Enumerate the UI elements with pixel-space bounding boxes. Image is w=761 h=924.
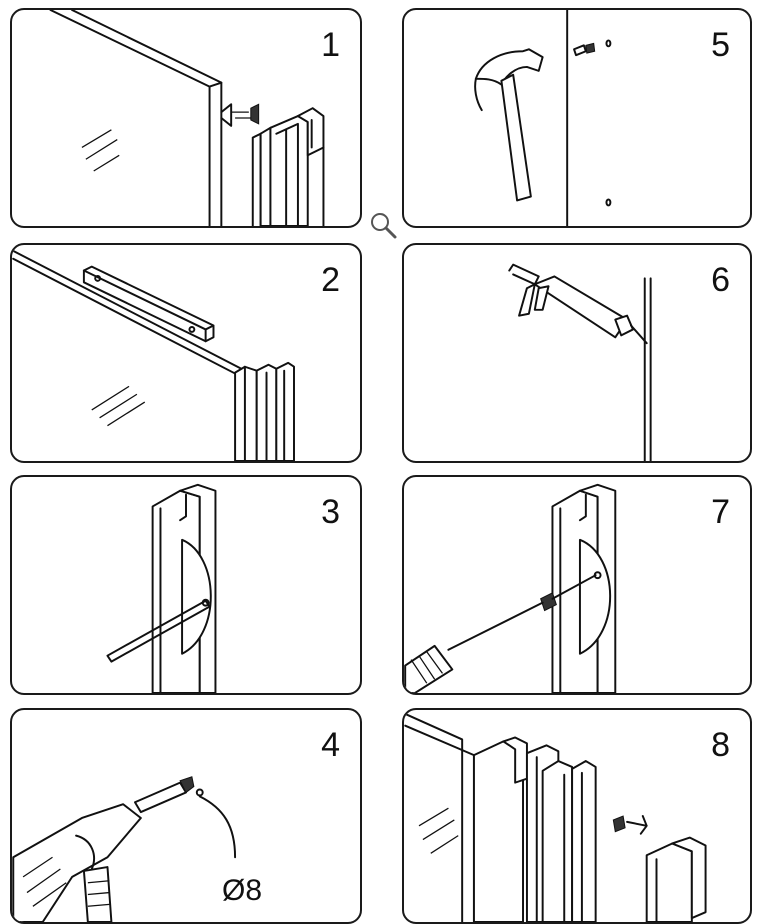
step-number: 3 <box>321 493 340 531</box>
step-3-illustration <box>106 483 217 693</box>
step-number: 8 <box>711 726 730 764</box>
step-panel-4: 4 Ø8 <box>10 708 362 924</box>
step-number: 4 <box>321 726 340 764</box>
step-panel-8: 8 <box>402 708 752 924</box>
magnifier-icon[interactable] <box>368 210 398 240</box>
step-panel-5: 5 <box>402 8 752 228</box>
step-panel-1: 1 <box>10 8 362 228</box>
step-1-illustration <box>49 10 325 226</box>
step-panel-6: 6 <box>402 243 752 463</box>
step-number: 2 <box>321 261 340 299</box>
step-number: 7 <box>711 493 730 531</box>
step-number: 6 <box>711 261 730 299</box>
step-7-illustration <box>404 483 617 693</box>
step-8-illustration <box>404 712 707 922</box>
step-6-illustration <box>508 263 652 461</box>
step-number: 1 <box>321 26 340 64</box>
step-panel-3: 3 <box>10 475 362 695</box>
step-panel-7: 7 <box>402 475 752 695</box>
step-panel-2: 2 <box>10 243 362 463</box>
drill-diameter-label: Ø8 <box>222 874 263 907</box>
step-5-illustration <box>474 10 612 226</box>
step-4-illustration <box>12 776 237 922</box>
step-2-illustration <box>12 249 295 461</box>
step-number: 5 <box>711 26 730 64</box>
